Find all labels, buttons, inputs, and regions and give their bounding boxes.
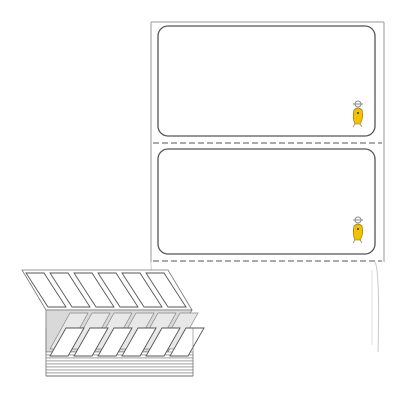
fanfold-sheet-edge: [45, 357, 194, 362]
fanfold-label: [145, 272, 187, 308]
fanfold-stack: [21, 269, 205, 377]
fanfold-sheet-edge: [45, 360, 194, 365]
label-2: [157, 148, 376, 255]
fanfold-label: [49, 327, 85, 357]
fanfold-stacked-sheets: [45, 327, 205, 377]
fanfold-label: [97, 327, 133, 357]
fanfold-front-labels: [49, 327, 205, 357]
fanfold-label: [169, 327, 205, 357]
fanfold-label: [73, 272, 115, 308]
bird-mascot-icon: [352, 100, 363, 128]
fanfold-label: [25, 272, 67, 308]
fanfold-top-panel: [21, 269, 193, 311]
fanfold-label: [121, 272, 163, 308]
label-1: [157, 25, 376, 137]
fanfold-label: [145, 327, 181, 357]
fanfold-label: [97, 272, 139, 308]
fanfold-sheet-edge: [45, 372, 194, 377]
fanfold-sheet-edge: [45, 366, 194, 371]
fanfold-label: [73, 327, 109, 357]
fanfold-label: [121, 327, 157, 357]
fanfold-sheet-edge: [45, 369, 194, 374]
bird-mascot-icon: [352, 216, 363, 244]
fanfold-sheet-edge: [45, 363, 194, 368]
fanfold-label: [49, 272, 91, 308]
